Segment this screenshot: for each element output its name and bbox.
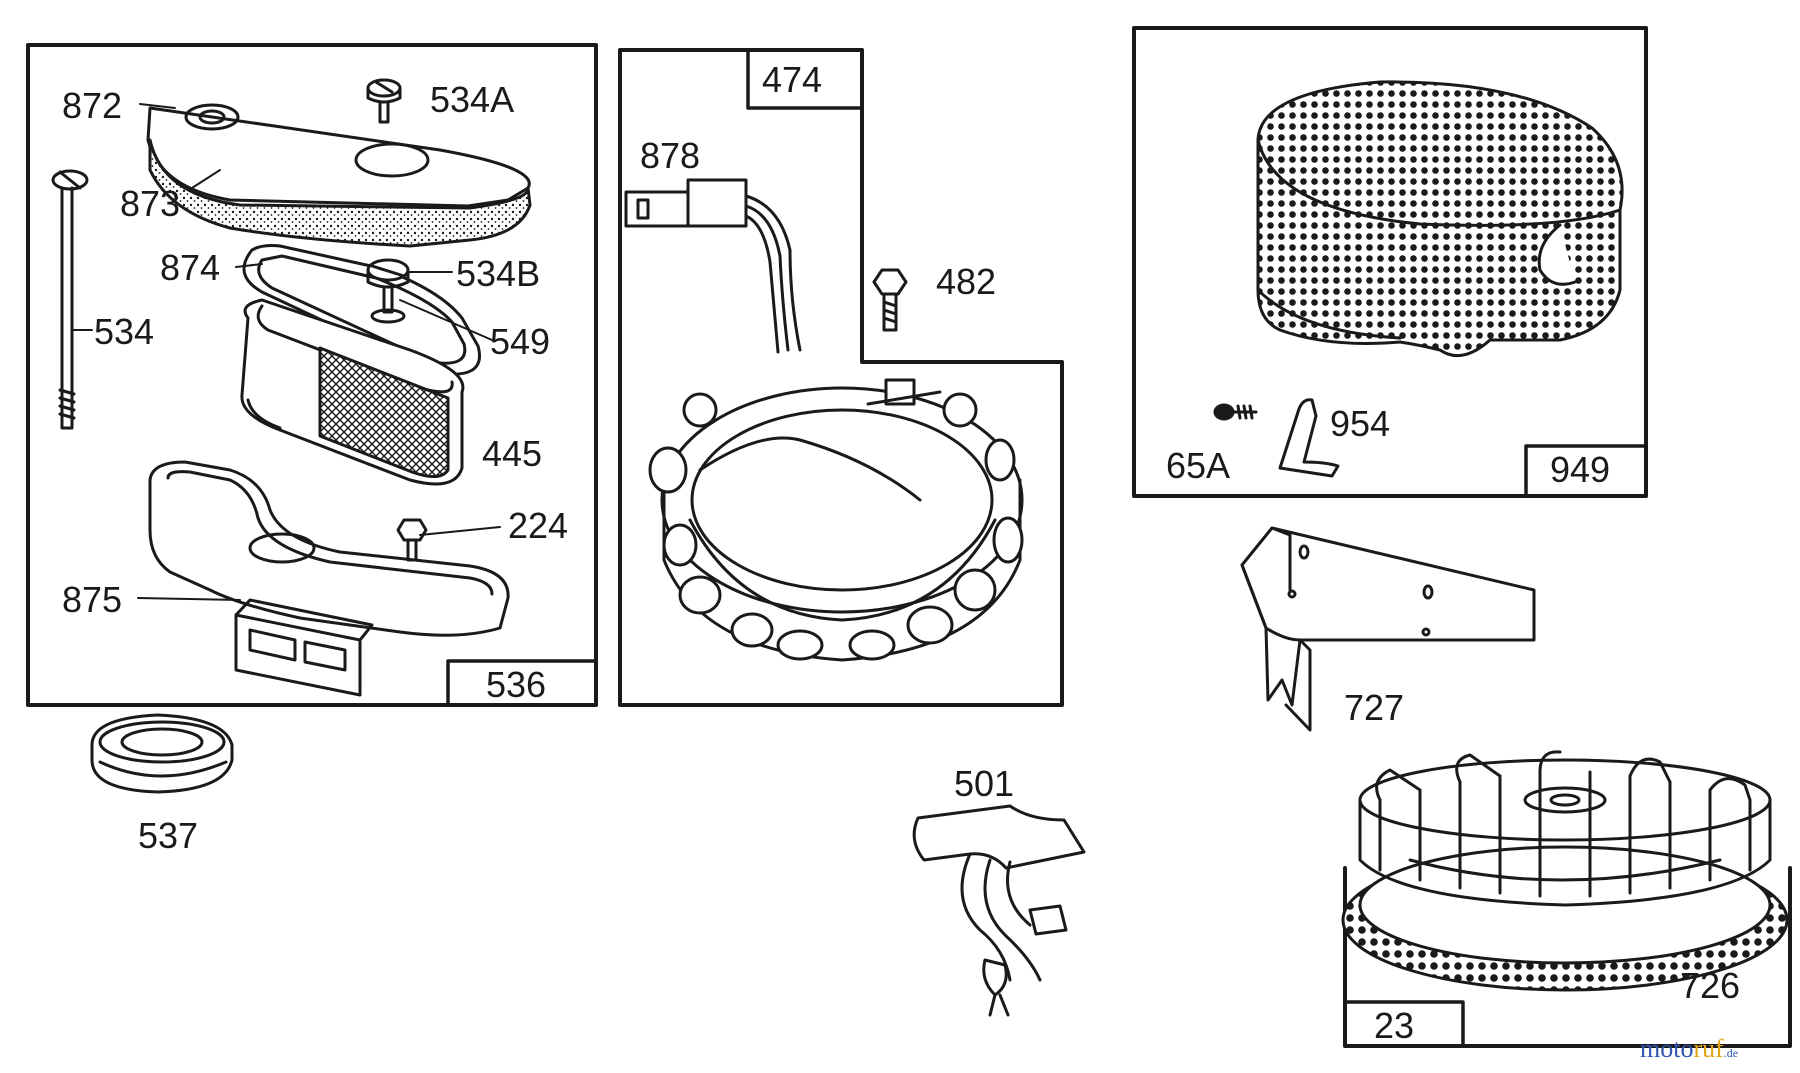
part-label-65a: 65A [1166, 445, 1231, 486]
watermark-logo: motoruf.de [1640, 1036, 1738, 1062]
part-537-washer [90, 713, 234, 794]
part-534a-screw [366, 78, 402, 124]
part-445-filter [240, 298, 465, 486]
panel-949-frame [1132, 26, 1648, 498]
stator-coils [648, 392, 1024, 661]
part-label-224: 224 [508, 505, 569, 546]
panel-474-frame [618, 48, 1064, 707]
part-872-cover [146, 103, 531, 208]
panel-label-949: 949 [1550, 449, 1611, 490]
part-label-549: 549 [490, 321, 551, 362]
part-label-874: 874 [160, 247, 221, 288]
leaders-536 [71, 103, 501, 601]
part-label-534: 534 [94, 311, 155, 352]
panel-23-frame [1343, 866, 1792, 1048]
part-65a-screw [1213, 403, 1258, 421]
part-534-bolt [51, 169, 89, 430]
panel-label-23: 23 [1374, 1005, 1415, 1046]
part-878-connector [624, 178, 802, 354]
part-949-screen [1256, 80, 1624, 358]
panel-label-474: 474 [762, 59, 823, 100]
panel-536-frame [26, 43, 598, 707]
part-224-screw [396, 518, 428, 562]
part-label-501: 501 [954, 763, 1015, 804]
part-label-537: 537 [138, 815, 199, 856]
part-label-878: 878 [640, 135, 701, 176]
part-534b-screw [366, 258, 410, 324]
part-stator-ring [660, 386, 1024, 662]
part-874-seal [242, 244, 481, 376]
part-label-534b: 534B [456, 253, 541, 294]
part-727-shroud [1240, 526, 1536, 732]
part-label-726: 726 [1680, 965, 1741, 1006]
part-501-rectifier [912, 804, 1086, 1017]
part-726-flywheel [1341, 750, 1789, 992]
watermark-suffix: .de [1723, 1046, 1739, 1060]
part-label-954: 954 [1330, 403, 1391, 444]
watermark-part1: moto [1640, 1034, 1694, 1063]
part-label-445: 445 [482, 433, 543, 474]
panel-label-536: 536 [486, 664, 547, 705]
part-label-873: 873 [120, 183, 181, 224]
part-label-482: 482 [936, 261, 997, 302]
part-label-727: 727 [1344, 687, 1405, 728]
part-482-bolt [866, 268, 942, 406]
part-label-872: 872 [62, 85, 123, 126]
part-label-875: 875 [62, 579, 123, 620]
watermark-part2: ruf [1693, 1034, 1724, 1063]
part-873-foam [148, 138, 532, 248]
part-954-bracket [1278, 398, 1340, 478]
part-875-base [148, 460, 510, 697]
part-label-534a: 534A [430, 79, 515, 120]
